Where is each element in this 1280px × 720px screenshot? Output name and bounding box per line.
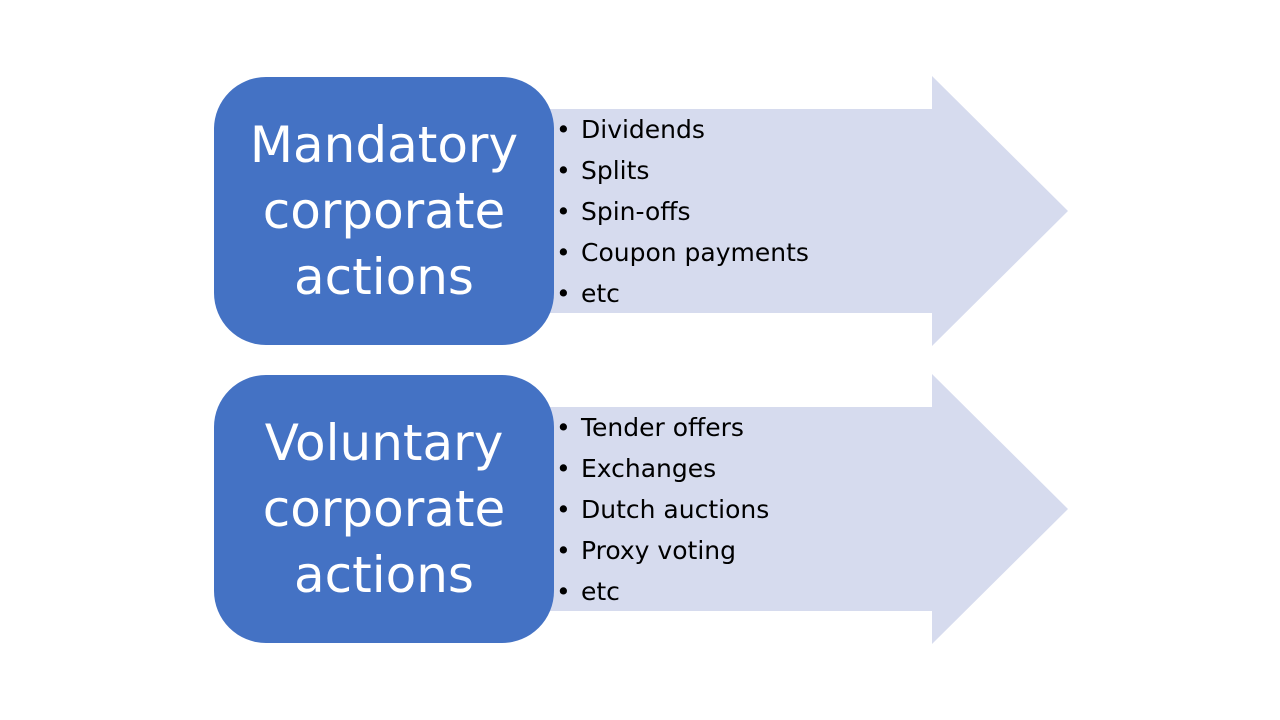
list-item: •etc bbox=[556, 273, 809, 314]
bullet-icon: • bbox=[556, 279, 571, 308]
bullet-icon: • bbox=[556, 495, 571, 524]
item-list: •Tender offers •Exchanges •Dutch auction… bbox=[556, 407, 769, 612]
bullet-icon: • bbox=[556, 238, 571, 267]
bullet-icon: • bbox=[556, 577, 571, 606]
list-item: •Dividends bbox=[556, 109, 809, 150]
list-item: •Coupon payments bbox=[556, 232, 809, 273]
group-mandatory: Mandatory corporate actions •Dividends •… bbox=[0, 76, 1280, 346]
list-item: •Splits bbox=[556, 150, 809, 191]
bullet-icon: • bbox=[556, 536, 571, 565]
bullet-icon: • bbox=[556, 115, 571, 144]
list-item: •Proxy voting bbox=[556, 530, 769, 571]
bullet-icon: • bbox=[556, 156, 571, 185]
bullet-icon: • bbox=[556, 454, 571, 483]
group-title-box: Voluntary corporate actions bbox=[214, 375, 554, 643]
bullet-icon: • bbox=[556, 413, 571, 442]
list-item: •Tender offers bbox=[556, 407, 769, 448]
list-item: •Exchanges bbox=[556, 448, 769, 489]
group-title: Mandatory corporate actions bbox=[249, 116, 519, 306]
arrow-shape bbox=[520, 76, 1068, 346]
arrow-shape bbox=[520, 374, 1068, 644]
group-title: Voluntary corporate actions bbox=[262, 414, 506, 604]
bullet-icon: • bbox=[556, 197, 571, 226]
list-item: •Spin-offs bbox=[556, 191, 809, 232]
group-voluntary: Voluntary corporate actions •Tender offe… bbox=[0, 374, 1280, 644]
list-item: •Dutch auctions bbox=[556, 489, 769, 530]
item-list: •Dividends •Splits •Spin-offs •Coupon pa… bbox=[556, 109, 809, 314]
group-title-box: Mandatory corporate actions bbox=[214, 77, 554, 345]
list-item: •etc bbox=[556, 571, 769, 612]
